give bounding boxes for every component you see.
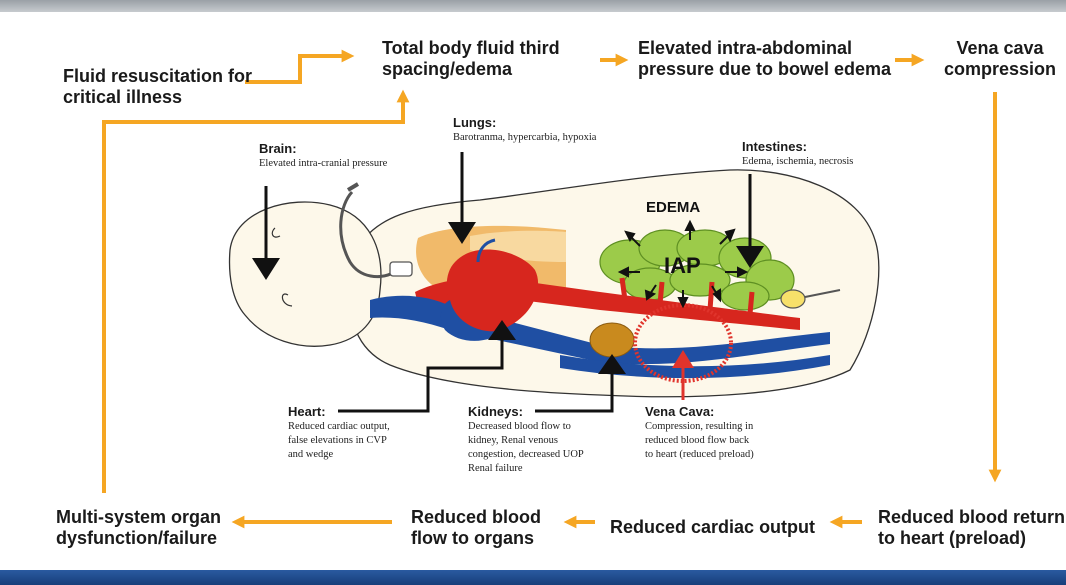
intestines-description: Edema, ischemia, necrosis: [742, 155, 853, 169]
body-illustration: EDEMA IAP: [230, 170, 879, 397]
kidneys-description: Decreased blood flow to kidney, Renal ve…: [468, 420, 584, 476]
lungs-title: Lungs:: [453, 115, 496, 130]
vena-cava-title: Vena Cava:: [645, 404, 714, 419]
flow-third-spacing: Total body fluid third spacing/edema: [382, 38, 560, 80]
iap-label: IAP: [664, 253, 701, 278]
intestines-title: Intestines:: [742, 139, 807, 154]
lungs-description: Barotranma, hypercarbia, hypoxia: [453, 131, 596, 145]
flow-intra-abdominal-pressure: Elevated intra-abdominal pressure due to…: [638, 38, 891, 80]
flow-reduced-blood-return: Reduced blood return to heart (preload): [878, 507, 1065, 549]
flow-fluid-resuscitation: Fluid resuscitation for critical illness: [63, 66, 252, 108]
tube-connector: [390, 262, 412, 276]
brain-title: Brain:: [259, 141, 297, 156]
bottom-border: [0, 570, 1066, 585]
heart-title: Heart:: [288, 404, 326, 419]
flow-organ-failure: Multi-system organ dysfunction/failure: [56, 507, 221, 549]
flow-reduced-blood-flow: Reduced blood flow to organs: [411, 507, 541, 549]
ventilator-tube-end: [348, 184, 358, 190]
flow-arrow-resuscitation-to-spacing: [245, 56, 348, 82]
brain-description: Elevated intra-cranial pressure: [259, 157, 387, 171]
kidney-shape: [590, 323, 634, 357]
bladder-sensor: [781, 290, 805, 308]
kidneys-title: Kidneys:: [468, 404, 523, 419]
vena-cava-description: Compression, resulting in reduced blood …: [645, 420, 754, 462]
heart-description: Reduced cardiac output, false elevations…: [288, 420, 390, 462]
flow-vena-cava-compression: Vena cava compression: [940, 38, 1060, 80]
head-outline: [230, 202, 381, 346]
edema-label: EDEMA: [646, 199, 700, 216]
flow-reduced-cardiac-output: Reduced cardiac output: [610, 517, 815, 538]
